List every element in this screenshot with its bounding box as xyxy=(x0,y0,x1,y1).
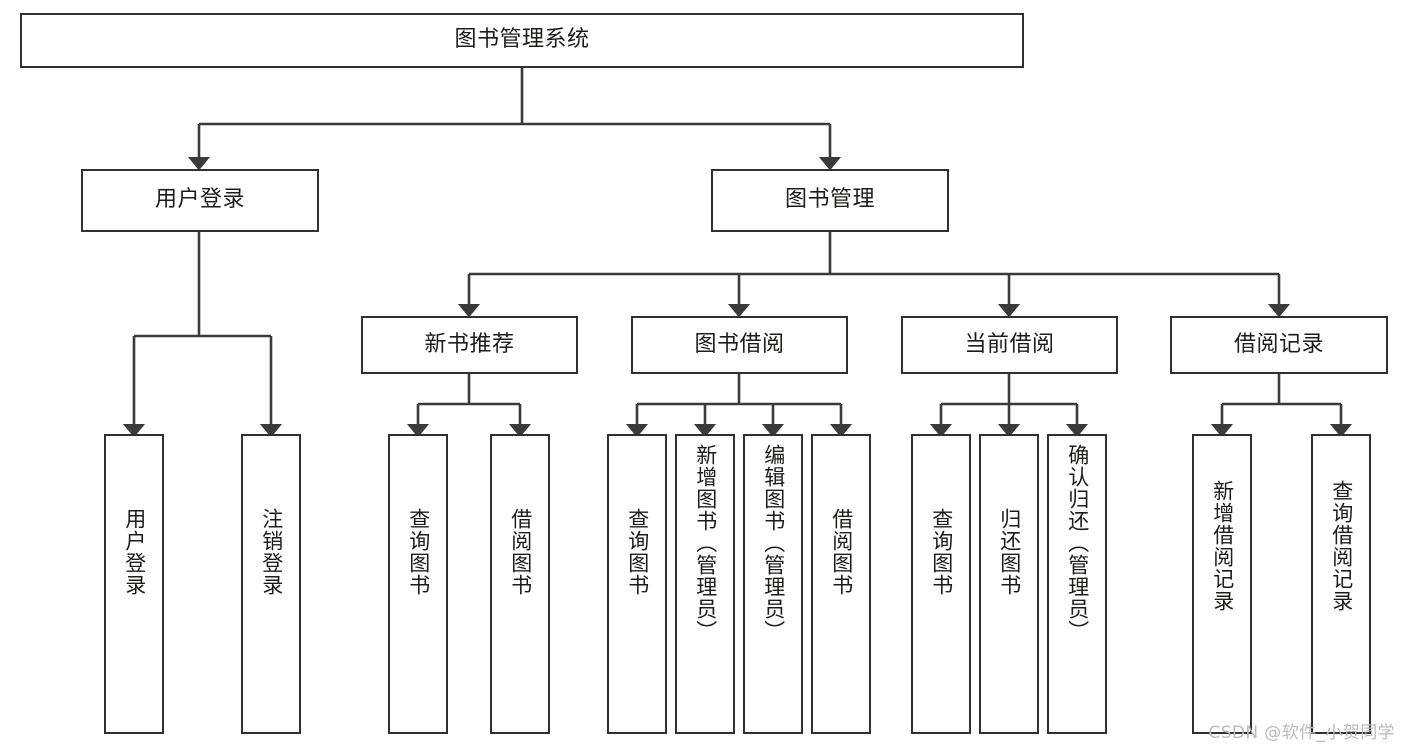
node-leaf-add-book[interactable]: 新增图书（管理员） xyxy=(675,434,735,734)
node-root-label: 图书管理系统 xyxy=(454,27,590,53)
node-new-book-recommend-label: 新书推荐 xyxy=(424,331,515,357)
node-leaf-edit-book[interactable]: 编辑图书（管理员） xyxy=(743,434,803,734)
node-leaf-query-book-3-label: 查询图书 xyxy=(929,508,954,596)
node-leaf-borrow-book-2-label: 借阅图书 xyxy=(829,508,854,596)
node-leaf-add-record[interactable]: 新增借阅记录 xyxy=(1192,434,1252,734)
node-book-manage[interactable]: 图书管理 xyxy=(711,169,949,232)
node-leaf-query-book-2-label: 查询图书 xyxy=(625,508,650,596)
connector-record-to-leaves xyxy=(1210,374,1353,438)
node-leaf-query-book-1-label: 查询图书 xyxy=(406,508,431,596)
connector-bookmanage-to-level3 xyxy=(457,232,1291,318)
node-book-borrow-label: 图书借阅 xyxy=(694,331,785,357)
node-leaf-user-login-label: 用户登录 xyxy=(122,508,147,596)
node-leaf-query-book-2[interactable]: 查询图书 xyxy=(607,434,667,734)
node-leaf-borrow-book-1-label: 借阅图书 xyxy=(508,508,533,596)
node-leaf-confirm-return-label: 确认归还（管理员） xyxy=(1065,444,1090,642)
node-leaf-logout-login[interactable]: 注销登录 xyxy=(241,434,301,734)
node-leaf-borrow-book-1[interactable]: 借阅图书 xyxy=(490,434,550,734)
node-leaf-borrow-book-2[interactable]: 借阅图书 xyxy=(811,434,871,734)
node-book-borrow[interactable]: 图书借阅 xyxy=(631,316,848,374)
connector-recommend-to-leaves xyxy=(406,374,532,438)
node-current-borrow[interactable]: 当前借阅 xyxy=(901,316,1118,374)
node-leaf-query-record-label: 查询借阅记录 xyxy=(1329,480,1354,612)
connector-current-to-leaves xyxy=(929,374,1089,438)
node-new-book-recommend[interactable]: 新书推荐 xyxy=(361,316,578,374)
node-leaf-query-book-3[interactable]: 查询图书 xyxy=(911,434,971,734)
node-borrow-record[interactable]: 借阅记录 xyxy=(1170,316,1388,374)
node-user-login-label: 用户登录 xyxy=(154,187,245,213)
node-user-login[interactable]: 用户登录 xyxy=(81,169,319,232)
node-current-borrow-label: 当前借阅 xyxy=(964,331,1055,357)
node-leaf-logout-login-label: 注销登录 xyxy=(259,508,284,596)
node-leaf-user-login[interactable]: 用户登录 xyxy=(104,434,164,734)
node-leaf-confirm-return[interactable]: 确认归还（管理员） xyxy=(1047,434,1107,734)
node-leaf-return-book[interactable]: 归还图书 xyxy=(979,434,1039,734)
node-leaf-edit-book-label: 编辑图书（管理员） xyxy=(761,444,786,642)
node-leaf-add-book-label: 新增图书（管理员） xyxy=(693,444,718,642)
connector-borrow-to-leaves xyxy=(625,374,853,438)
node-root[interactable]: 图书管理系统 xyxy=(20,13,1024,68)
node-borrow-record-label: 借阅记录 xyxy=(1233,331,1324,357)
node-book-manage-label: 图书管理 xyxy=(784,187,875,213)
node-leaf-add-record-label: 新增借阅记录 xyxy=(1210,480,1235,612)
connector-root-to-level2 xyxy=(187,68,842,171)
node-leaf-return-book-label: 归还图书 xyxy=(997,508,1022,596)
connector-userlogin-to-leaves xyxy=(122,232,283,438)
node-leaf-query-book-1[interactable]: 查询图书 xyxy=(388,434,448,734)
node-leaf-query-record[interactable]: 查询借阅记录 xyxy=(1311,434,1371,734)
